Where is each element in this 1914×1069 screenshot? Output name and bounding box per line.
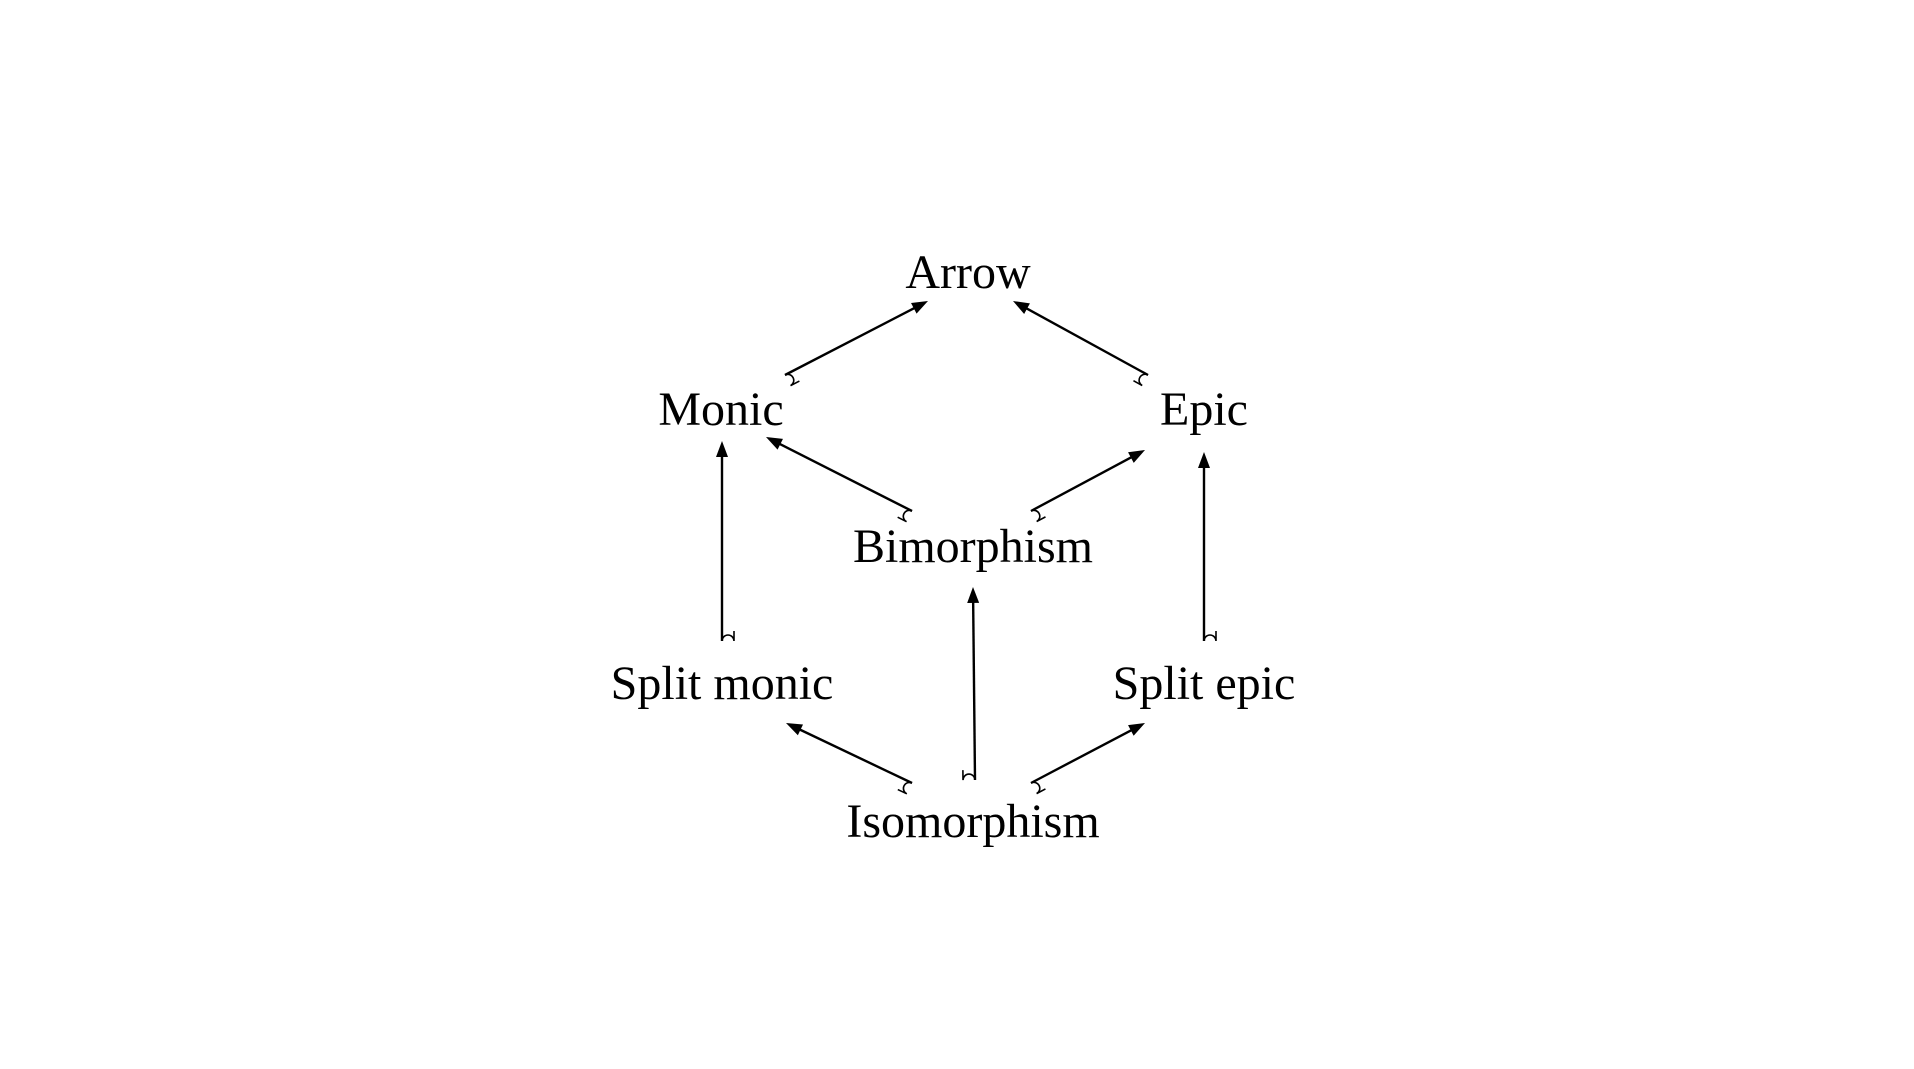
edge-shaft (777, 442, 913, 513)
node-bimorphism: Bimorphism (853, 520, 1093, 573)
edge-bimorphism-to-monic (766, 437, 913, 523)
edge-hook-tail (897, 509, 913, 523)
node-isomorphism: Isomorphism (846, 795, 1099, 848)
edge-shaft (784, 306, 917, 377)
edge-split-monic-to-monic (716, 441, 735, 642)
edge-hook-tail (1133, 373, 1149, 387)
edge-shaft (1030, 728, 1134, 785)
edge-arrowhead (1013, 301, 1030, 314)
edge-arrowhead (1198, 452, 1210, 468)
node-epic: Epic (1160, 383, 1248, 436)
edge-shaft (1024, 306, 1149, 377)
edges-layer (716, 301, 1217, 795)
edge-hook-tail (962, 770, 976, 781)
edge-hook-tail (721, 631, 735, 642)
edge-hook-tail (1030, 509, 1046, 523)
edge-arrowhead (1128, 723, 1145, 736)
edge-isomorphism-to-split-monic (786, 723, 913, 795)
node-monic: Monic (658, 383, 783, 436)
edge-hook-tail (897, 781, 913, 795)
node-split-monic: Split monic (611, 657, 834, 710)
edge-monic-to-arrow (784, 301, 928, 387)
node-split-epic: Split epic (1113, 657, 1296, 710)
edge-shaft (971, 600, 977, 781)
edge-hook-tail (1203, 631, 1217, 642)
edge-arrowhead (967, 587, 980, 604)
edge-arrowhead (911, 301, 928, 314)
node-arrow: Arrow (905, 246, 1031, 299)
edge-split-epic-to-epic (1198, 452, 1217, 642)
edge-arrowhead (786, 723, 804, 736)
edge-shaft (798, 727, 913, 785)
edge-epic-to-arrow (1013, 301, 1149, 387)
edge-isomorphism-to-bimorphism (962, 587, 980, 781)
edge-shaft (1030, 455, 1134, 513)
edge-isomorphism-to-split-epic (1030, 723, 1145, 795)
edge-bimorphism-to-epic (1030, 450, 1145, 523)
edge-arrowhead (716, 441, 728, 457)
edge-hook-tail (1030, 781, 1046, 795)
edge-arrowhead (766, 437, 783, 450)
edge-arrowhead (1128, 450, 1145, 463)
edge-hook-tail (784, 373, 800, 387)
